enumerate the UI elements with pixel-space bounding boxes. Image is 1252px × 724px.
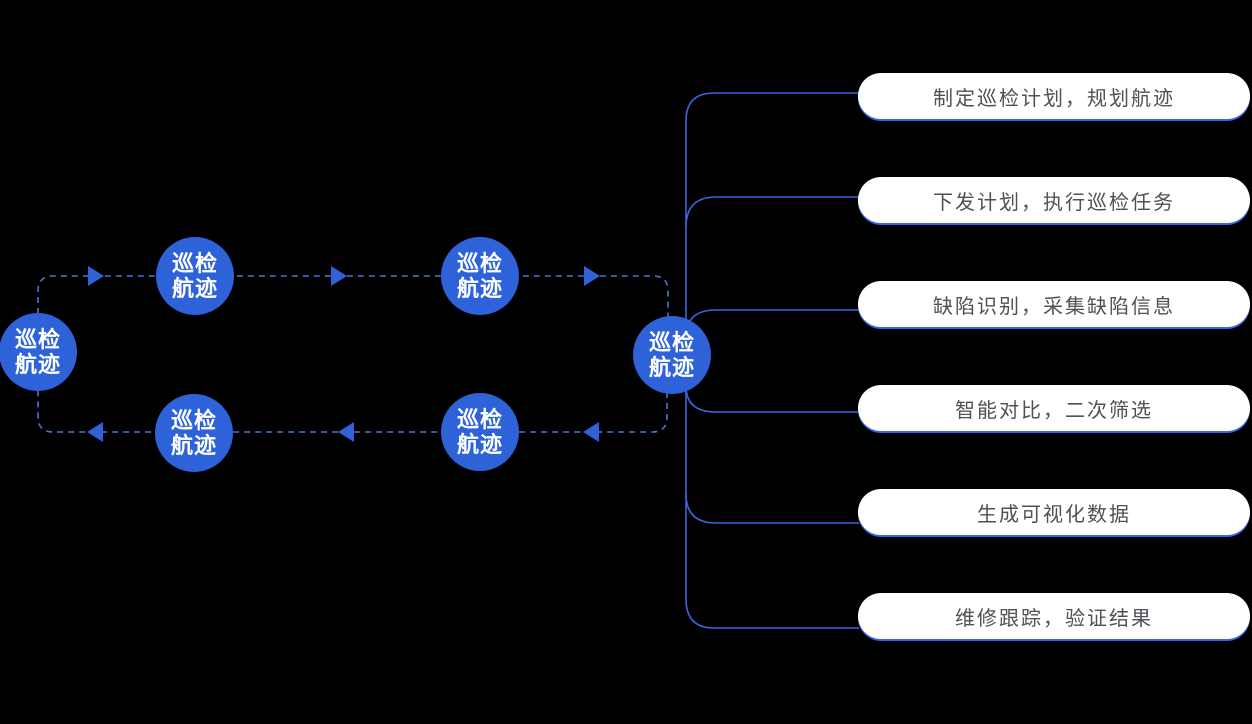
branch-path-1 bbox=[685, 92, 859, 322]
step-pill-label: 缺陷识别，采集缺陷信息 bbox=[933, 295, 1175, 318]
node-label-line: 巡检 bbox=[170, 408, 217, 433]
step-pill-2: 下发计划，执行巡检任务 bbox=[858, 177, 1250, 223]
node-bottom-2: 巡检航迹 bbox=[441, 393, 519, 471]
branch-path-5 bbox=[685, 493, 859, 524]
node-label-line: 巡检 bbox=[648, 330, 695, 355]
step-pill-label: 智能对比，二次筛选 bbox=[955, 399, 1153, 422]
step-pill-6: 维修跟踪，验证结果 bbox=[858, 593, 1250, 639]
node-top-1: 巡检航迹 bbox=[156, 237, 234, 315]
step-pill-1: 制定巡检计划，规划航迹 bbox=[858, 73, 1250, 119]
step-pill-label: 生成可视化数据 bbox=[977, 503, 1131, 526]
arrow-left-icon-3 bbox=[583, 422, 599, 442]
node-label-line: 航迹 bbox=[14, 352, 61, 377]
node-label-line: 航迹 bbox=[648, 355, 695, 380]
step-pill-4: 智能对比，二次筛选 bbox=[858, 385, 1250, 431]
node-bottom-1: 巡检航迹 bbox=[155, 394, 233, 472]
branch-path-3 bbox=[685, 309, 859, 338]
branch-path-2 bbox=[685, 196, 859, 228]
arrow-left-icon-2 bbox=[338, 422, 354, 442]
branch-path-4 bbox=[685, 385, 858, 413]
arrow-right-icon-1 bbox=[88, 266, 104, 286]
node-top-2: 巡检航迹 bbox=[441, 237, 519, 315]
branch-path-6 bbox=[685, 386, 859, 629]
step-pill-3: 缺陷识别，采集缺陷信息 bbox=[858, 281, 1250, 327]
step-pill-5: 生成可视化数据 bbox=[858, 489, 1250, 535]
node-label-line: 航迹 bbox=[171, 276, 218, 301]
step-pill-label: 制定巡检计划，规划航迹 bbox=[933, 87, 1175, 110]
node-label-line: 航迹 bbox=[456, 432, 503, 457]
node-label-line: 巡检 bbox=[456, 251, 503, 276]
node-label-line: 航迹 bbox=[456, 276, 503, 301]
step-pill-label: 下发计划，执行巡检任务 bbox=[933, 191, 1175, 214]
node-label-line: 巡检 bbox=[171, 251, 218, 276]
node-left-hub: 巡检航迹 bbox=[0, 313, 77, 391]
node-label-line: 巡检 bbox=[14, 327, 61, 352]
step-pill-label: 维修跟踪，验证结果 bbox=[955, 607, 1153, 630]
arrow-right-icon-3 bbox=[584, 266, 600, 286]
node-label-line: 巡检 bbox=[456, 407, 503, 432]
arrow-right-icon-2 bbox=[331, 266, 347, 286]
node-label-line: 航迹 bbox=[170, 433, 217, 458]
node-right-hub: 巡检航迹 bbox=[633, 316, 711, 394]
arrow-left-icon-1 bbox=[87, 422, 103, 442]
dashed-flow-path-top bbox=[37, 275, 669, 318]
